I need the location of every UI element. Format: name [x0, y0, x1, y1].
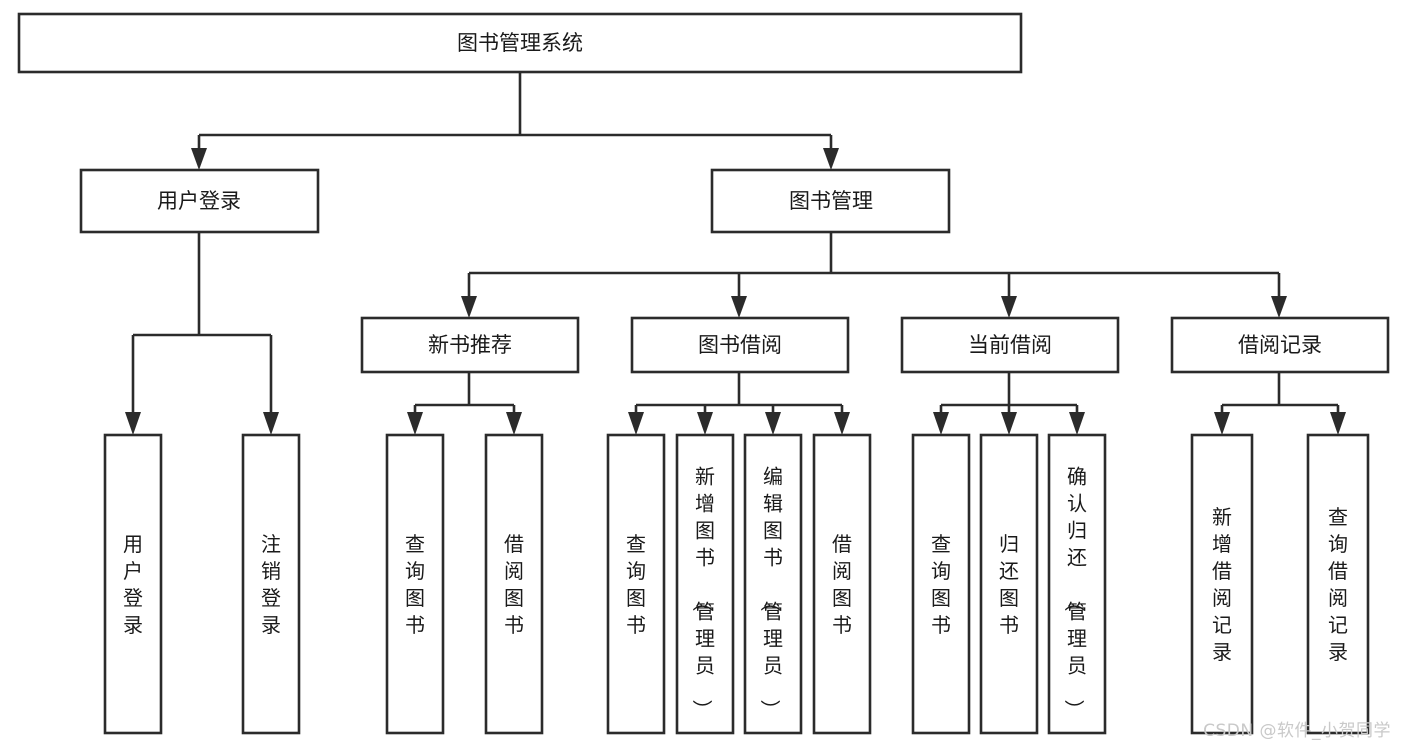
leaf-user-login-1-box[interactable]	[103, 433, 163, 735]
node-borrow-record-box[interactable]	[1170, 316, 1390, 374]
arrow-userlogin-leaf-2	[263, 412, 279, 435]
arrow-bookmanage-child-4	[1271, 296, 1287, 318]
node-book-manage-box[interactable]	[710, 168, 951, 234]
node-new-book-recommend-box[interactable]	[360, 316, 580, 374]
leaf-current-borrow-3-box[interactable]	[1047, 433, 1107, 735]
leaf-user-login-2-box[interactable]	[241, 433, 301, 735]
leaf-new-book-2[interactable]: 借阅图书	[484, 433, 544, 735]
leaf-new-book-1[interactable]: 查询图书	[385, 433, 445, 735]
arrow-borrowrecord-leaf-2	[1330, 412, 1346, 435]
node-book-borrow[interactable]: 图书借阅	[630, 316, 850, 374]
leaf-new-book-2-label: 借阅图书	[504, 532, 524, 637]
leaf-book-borrow-4[interactable]: 借阅图书	[812, 433, 872, 735]
connector-layer	[125, 72, 1346, 435]
leaf-current-borrow-3-label: 确认归还（管理员）	[1062, 465, 1087, 720]
arrow-userlogin-leaf-1	[125, 412, 141, 435]
arrow-newbook-leaf-1	[407, 412, 423, 435]
node-book-borrow-label: 图书借阅	[698, 333, 782, 357]
leaf-current-borrow-1[interactable]: 查询图书	[911, 433, 971, 735]
leaf-book-borrow-3[interactable]: 编辑图书（管理员）	[743, 433, 803, 735]
leaf-current-borrow-1-box[interactable]	[911, 433, 971, 735]
leaf-borrow-record-1[interactable]: 新增借阅记录	[1190, 433, 1254, 735]
leaf-book-borrow-1-box[interactable]	[606, 433, 666, 735]
node-root-box[interactable]	[17, 12, 1023, 74]
leaf-user-login-2-label: 注销登录	[261, 532, 281, 637]
arrow-bookborrow-leaf-3	[765, 412, 781, 435]
leaf-current-borrow-3[interactable]: 确认归还（管理员）	[1047, 433, 1107, 735]
arrow-newbook-leaf-2	[506, 412, 522, 435]
arrow-borrowrecord-leaf-1	[1214, 412, 1230, 435]
node-root-label: 图书管理系统	[457, 31, 583, 55]
arrow-currentborrow-leaf-1	[933, 412, 949, 435]
leaf-current-borrow-2-box[interactable]	[979, 433, 1039, 735]
leaf-book-borrow-1[interactable]: 查询图书	[606, 433, 666, 735]
leaf-borrow-record-2-label: 查询借阅记录	[1328, 505, 1348, 664]
leaf-borrow-record-2-box[interactable]	[1306, 433, 1370, 735]
arrow-bookborrow-leaf-2	[697, 412, 713, 435]
watermark-text: CSDN @软件_小贺同学	[1203, 721, 1391, 741]
node-new-book-recommend[interactable]: 新书推荐	[360, 316, 580, 374]
node-user-login-label: 用户登录	[157, 189, 241, 213]
node-current-borrow[interactable]: 当前借阅	[900, 316, 1120, 374]
node-new-book-recommend-label: 新书推荐	[428, 333, 512, 357]
arrow-currentborrow-leaf-3	[1069, 412, 1085, 435]
leaf-book-borrow-2-label: 新增图书（管理员）	[690, 465, 715, 720]
arrow-bookmanage-child-1	[461, 296, 477, 318]
leaf-book-borrow-2-box[interactable]	[675, 433, 735, 735]
node-borrow-record-label: 借阅记录	[1238, 333, 1322, 357]
node-borrow-record[interactable]: 借阅记录	[1170, 316, 1390, 374]
node-book-manage-label: 图书管理	[789, 189, 873, 213]
leaf-book-borrow-3-label: 编辑图书（管理员）	[758, 465, 783, 720]
arrow-bookborrow-leaf-4	[834, 412, 850, 435]
node-book-manage[interactable]: 图书管理	[710, 168, 951, 234]
leaf-new-book-1-box[interactable]	[385, 433, 445, 735]
leaf-user-login-1[interactable]: 用户登录	[103, 433, 163, 735]
node-current-borrow-box[interactable]	[900, 316, 1120, 374]
leaf-current-borrow-2-label: 归还图书	[999, 532, 1019, 637]
arrow-bookborrow-leaf-1	[628, 412, 644, 435]
node-user-login-box[interactable]	[79, 168, 320, 234]
leaf-borrow-record-2[interactable]: 查询借阅记录	[1306, 433, 1370, 735]
leaf-book-borrow-4-box[interactable]	[812, 433, 872, 735]
leaf-new-book-1-label: 查询图书	[405, 532, 425, 637]
node-current-borrow-label: 当前借阅	[968, 333, 1052, 357]
leaf-book-borrow-2[interactable]: 新增图书（管理员）	[675, 433, 735, 735]
arrow-root-to-book-manage	[823, 148, 839, 170]
leaf-current-borrow-2[interactable]: 归还图书	[979, 433, 1039, 735]
arrow-currentborrow-leaf-2	[1001, 412, 1017, 435]
node-book-borrow-box[interactable]	[630, 316, 850, 374]
arrow-bookmanage-child-2	[731, 296, 747, 318]
leaf-new-book-2-box[interactable]	[484, 433, 544, 735]
node-user-login[interactable]: 用户登录	[79, 168, 320, 234]
leaf-book-borrow-3-box[interactable]	[743, 433, 803, 735]
leaf-book-borrow-1-label: 查询图书	[626, 532, 646, 637]
leaf-current-borrow-1-label: 查询图书	[931, 532, 951, 637]
leaf-borrow-record-1-label: 新增借阅记录	[1212, 505, 1232, 664]
node-root[interactable]: 图书管理系统	[17, 12, 1023, 74]
leaf-borrow-record-1-box[interactable]	[1190, 433, 1254, 735]
arrow-root-to-user-login	[191, 148, 207, 170]
leaf-book-borrow-4-label: 借阅图书	[832, 532, 852, 637]
leaf-user-login-1-label: 用户登录	[123, 532, 143, 637]
arrow-bookmanage-child-3	[1001, 296, 1017, 318]
leaf-user-login-2[interactable]: 注销登录	[241, 433, 301, 735]
